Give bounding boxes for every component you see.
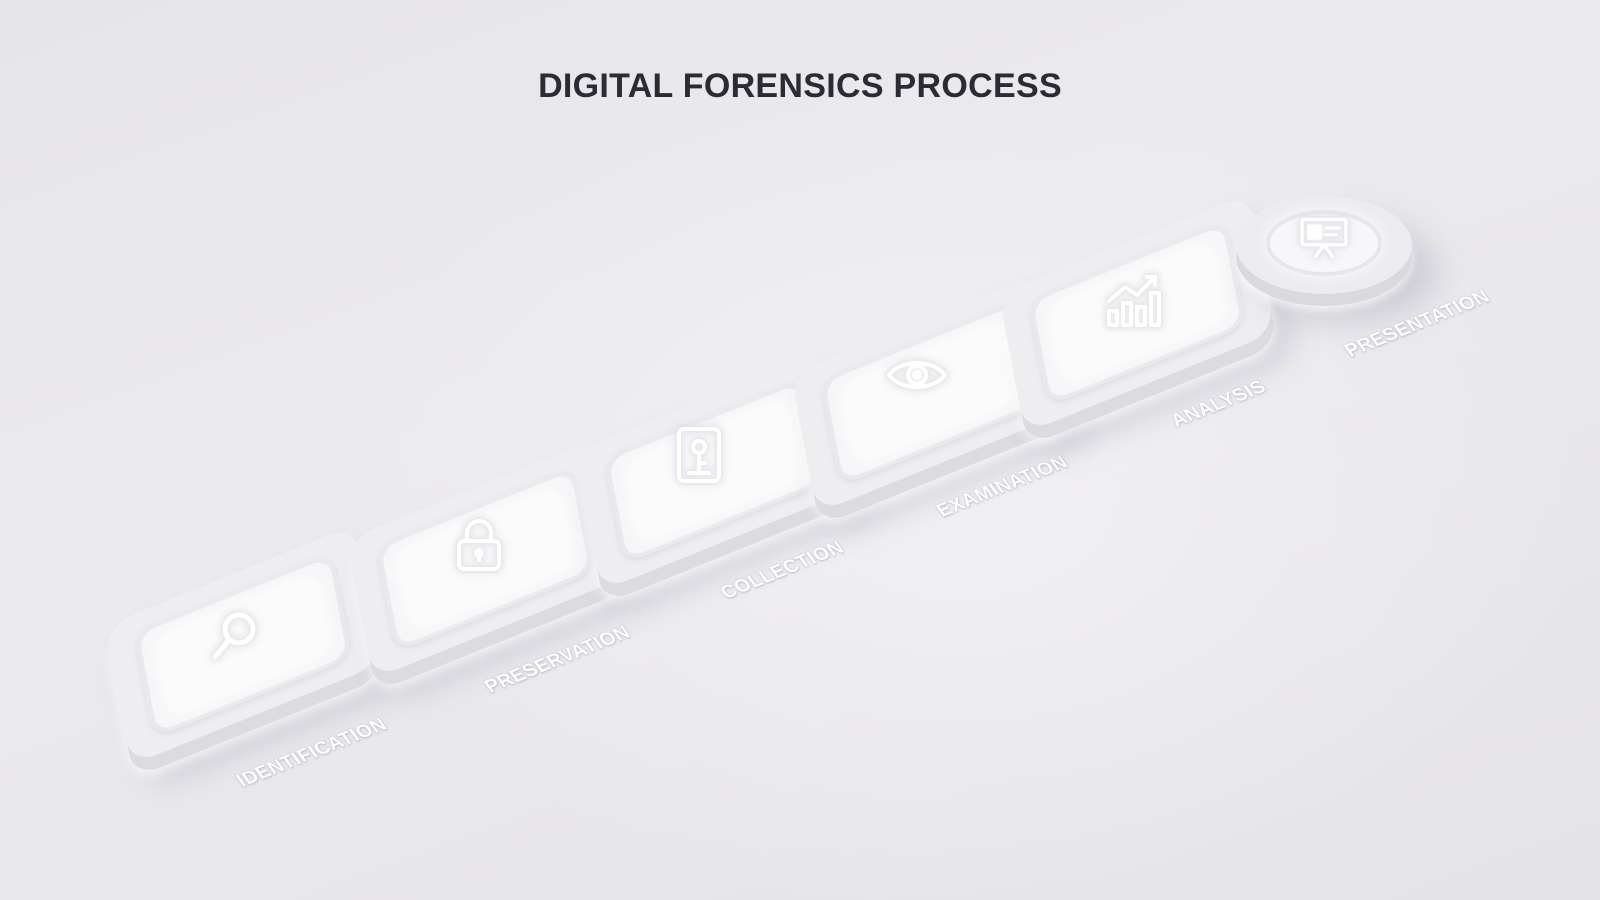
step-presentation: [1236, 196, 1412, 306]
step-collection: [574, 350, 852, 592]
padlock-icon: [444, 510, 514, 580]
presentation-board-icon: [1288, 208, 1360, 268]
bar-chart-icon: [1098, 264, 1168, 334]
step-analysis: [998, 192, 1276, 434]
step-identification: [104, 524, 382, 766]
evidence-file-icon: [664, 420, 734, 490]
page-title: DIGITAL FORENSICS PROCESS: [538, 66, 1062, 105]
eye-icon: [882, 340, 952, 410]
step-examination: [790, 272, 1068, 514]
step-preservation: [346, 438, 624, 680]
magnifier-icon: [198, 602, 268, 672]
